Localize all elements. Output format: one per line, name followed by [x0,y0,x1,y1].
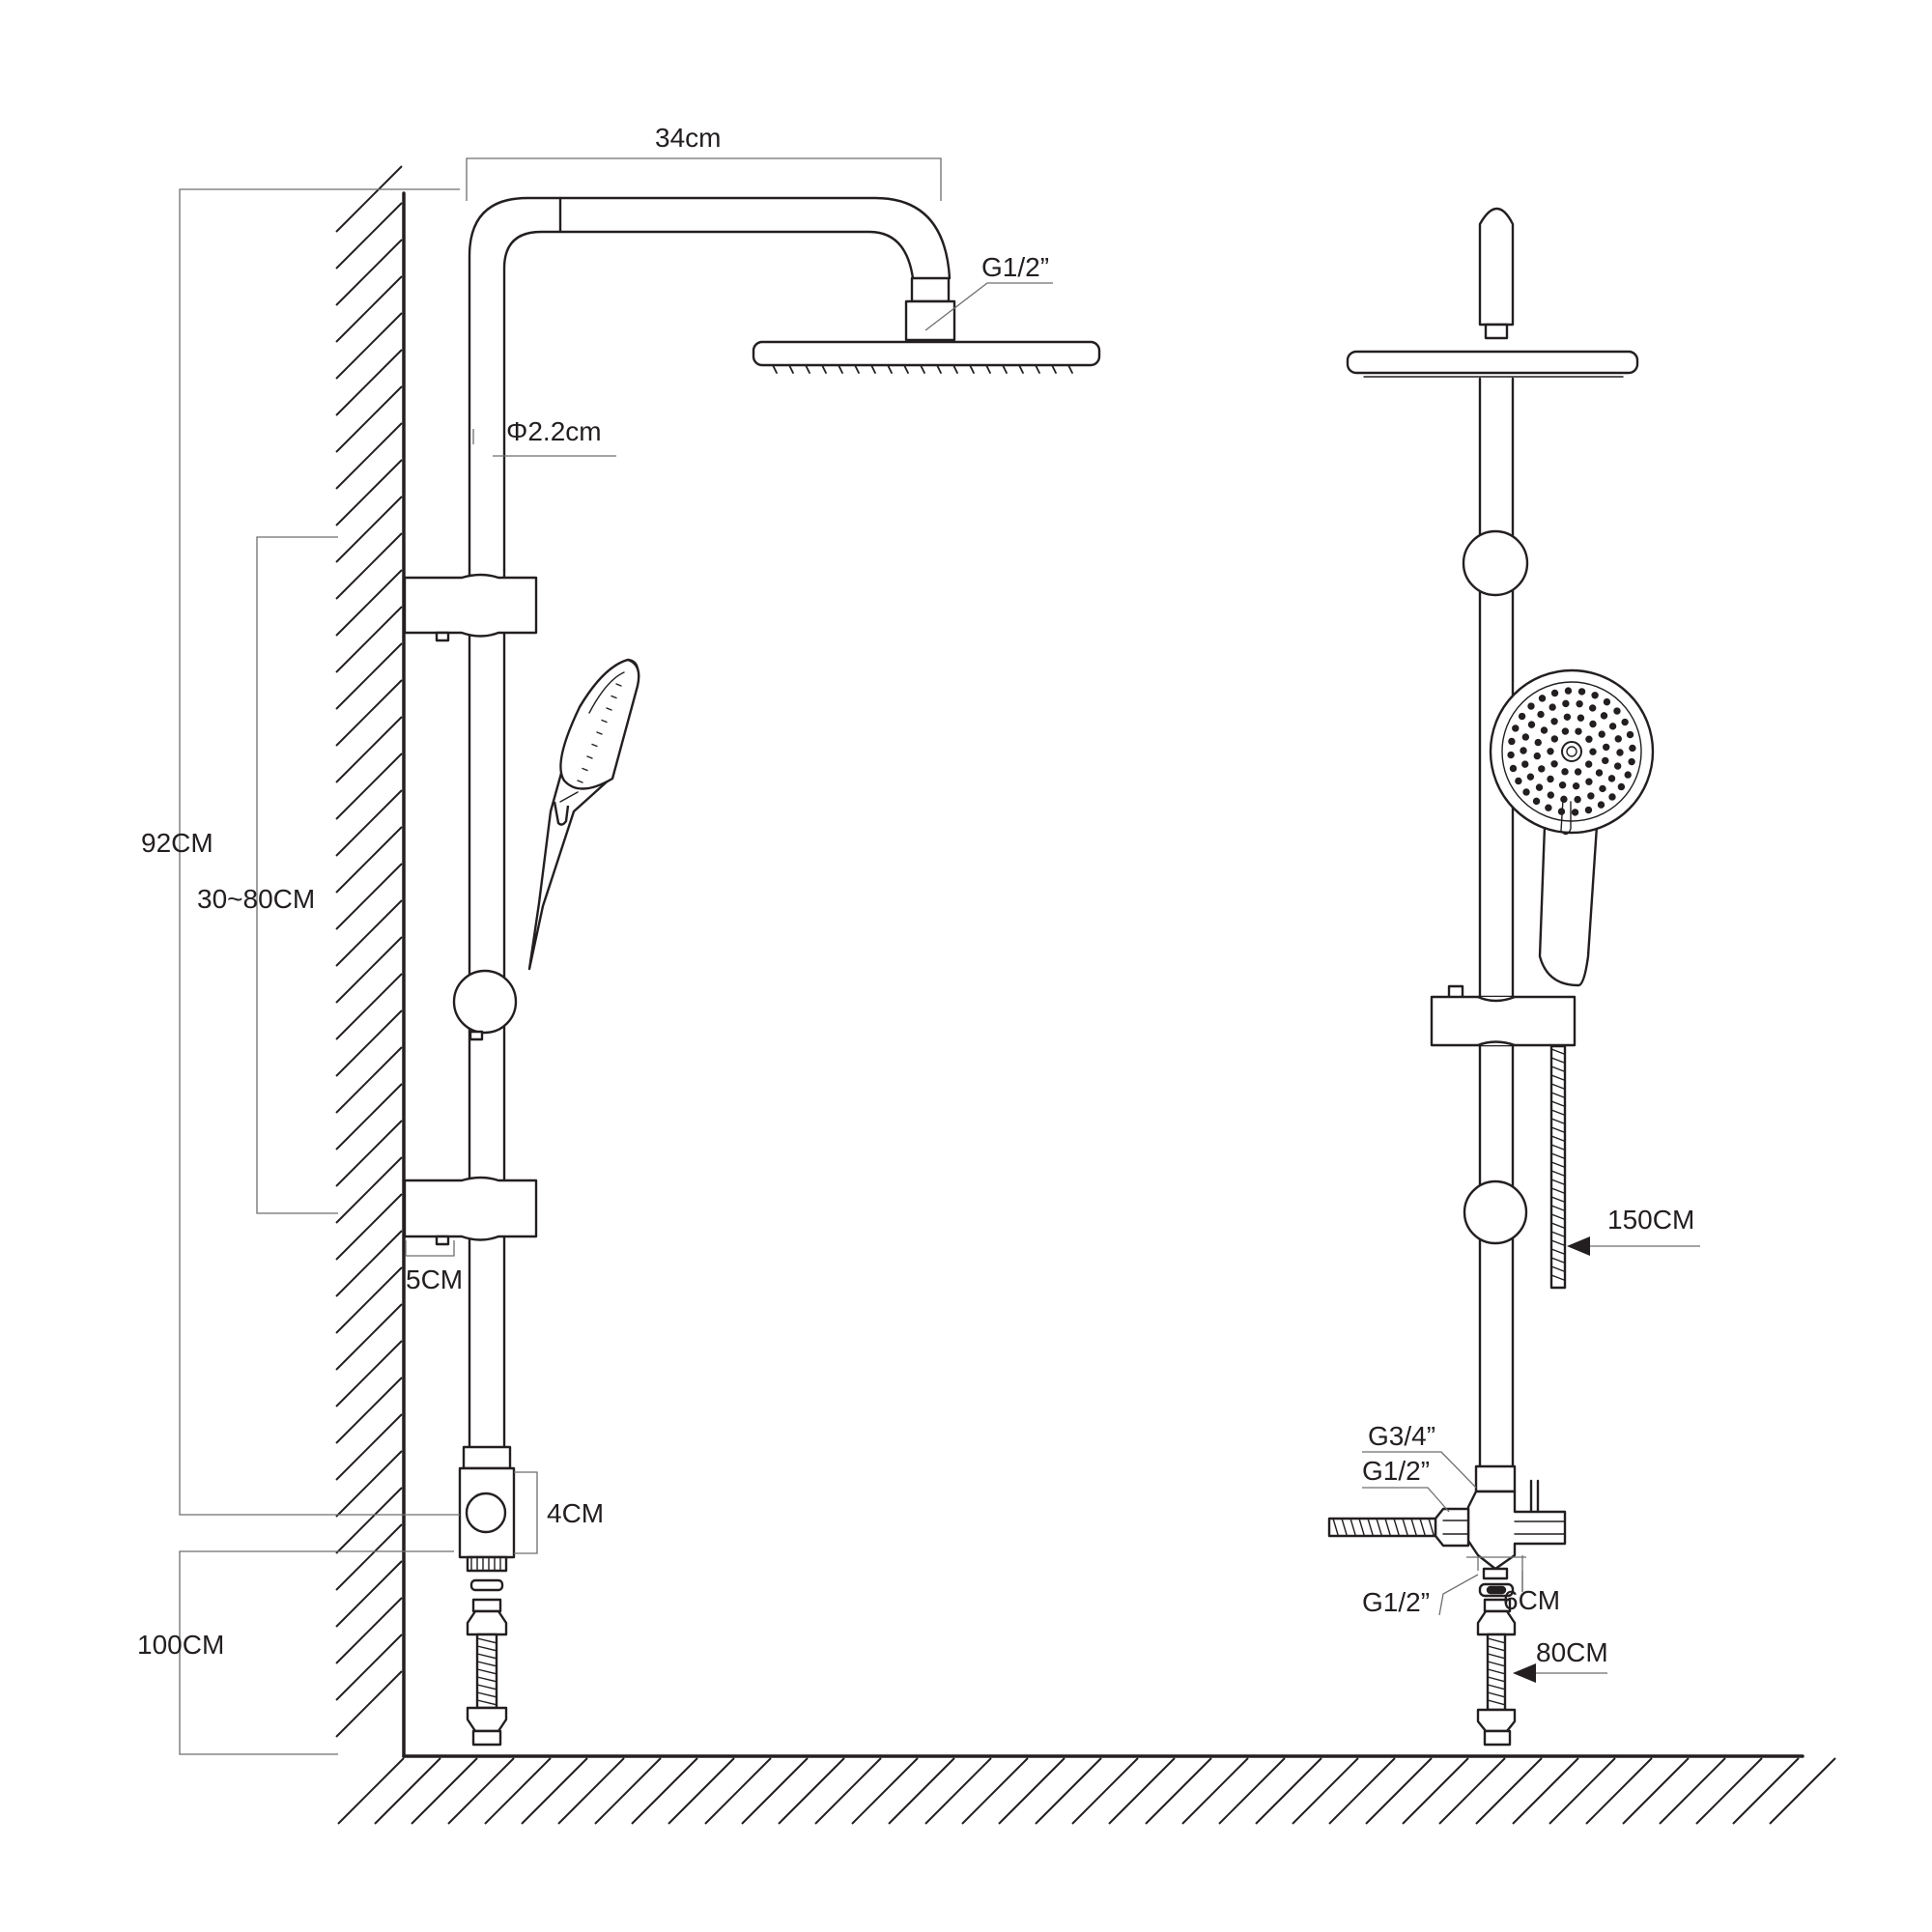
side-view-shower [403,196,1101,1747]
diverter-front [1327,1464,1567,1598]
label-thread-bottom: G1/2” [1362,1587,1430,1617]
floor [337,1754,1836,1825]
label-diverter-height: 4CM [547,1498,604,1528]
dimension-labels: 34cm G1/2” Φ2.2cm 92CM 30~80CM 5CM 4CM 1… [137,123,1694,1667]
label-pipe-diameter: Φ2.2cm [506,416,602,446]
hand-shower-side [527,658,640,971]
label-bracket-offset: 5CM [406,1264,463,1294]
front-view-shower [1327,207,1655,1747]
label-inlet-hose-length: 80CM [1536,1637,1608,1667]
arm-end-front [1478,207,1515,327]
wall-bracket-round-bottom [1463,1179,1528,1245]
overhead-arm [468,196,952,572]
slider-bracket-front [1430,984,1577,1047]
wall-bracket-round-top [1462,529,1529,597]
label-diverter-width: 6CM [1503,1585,1560,1615]
dimension-lines [179,157,1700,1755]
hand-shower-front [1489,668,1655,987]
wall [335,165,406,1758]
rain-shower-head-front [1346,350,1639,375]
slider-knob [452,969,518,1035]
arrow-80cm [1513,1663,1536,1683]
label-adjust-range: 30~80CM [197,884,315,914]
arm-connector [910,276,951,303]
arrow-150cm [1567,1236,1590,1256]
bottom-outlet-side [458,1445,516,1592]
label-total-height: 92CM [141,828,213,858]
inlet-hose-side [466,1598,508,1747]
label-mount-height: 100CM [137,1630,224,1660]
label-hose-length: 150CM [1607,1205,1694,1235]
lower-wall-bracket [403,1176,538,1246]
label-arm-length: 34cm [655,123,721,153]
rain-shower-head [752,340,1101,367]
label-shower-head-thread: G1/2” [981,252,1049,282]
inlet-hose-front [1476,1598,1517,1747]
label-thread-side: G1/2” [1362,1456,1430,1486]
label-thread-top: G3/4” [1368,1421,1435,1451]
upper-wall-bracket [403,573,538,642]
shower-hose [1549,1044,1567,1290]
